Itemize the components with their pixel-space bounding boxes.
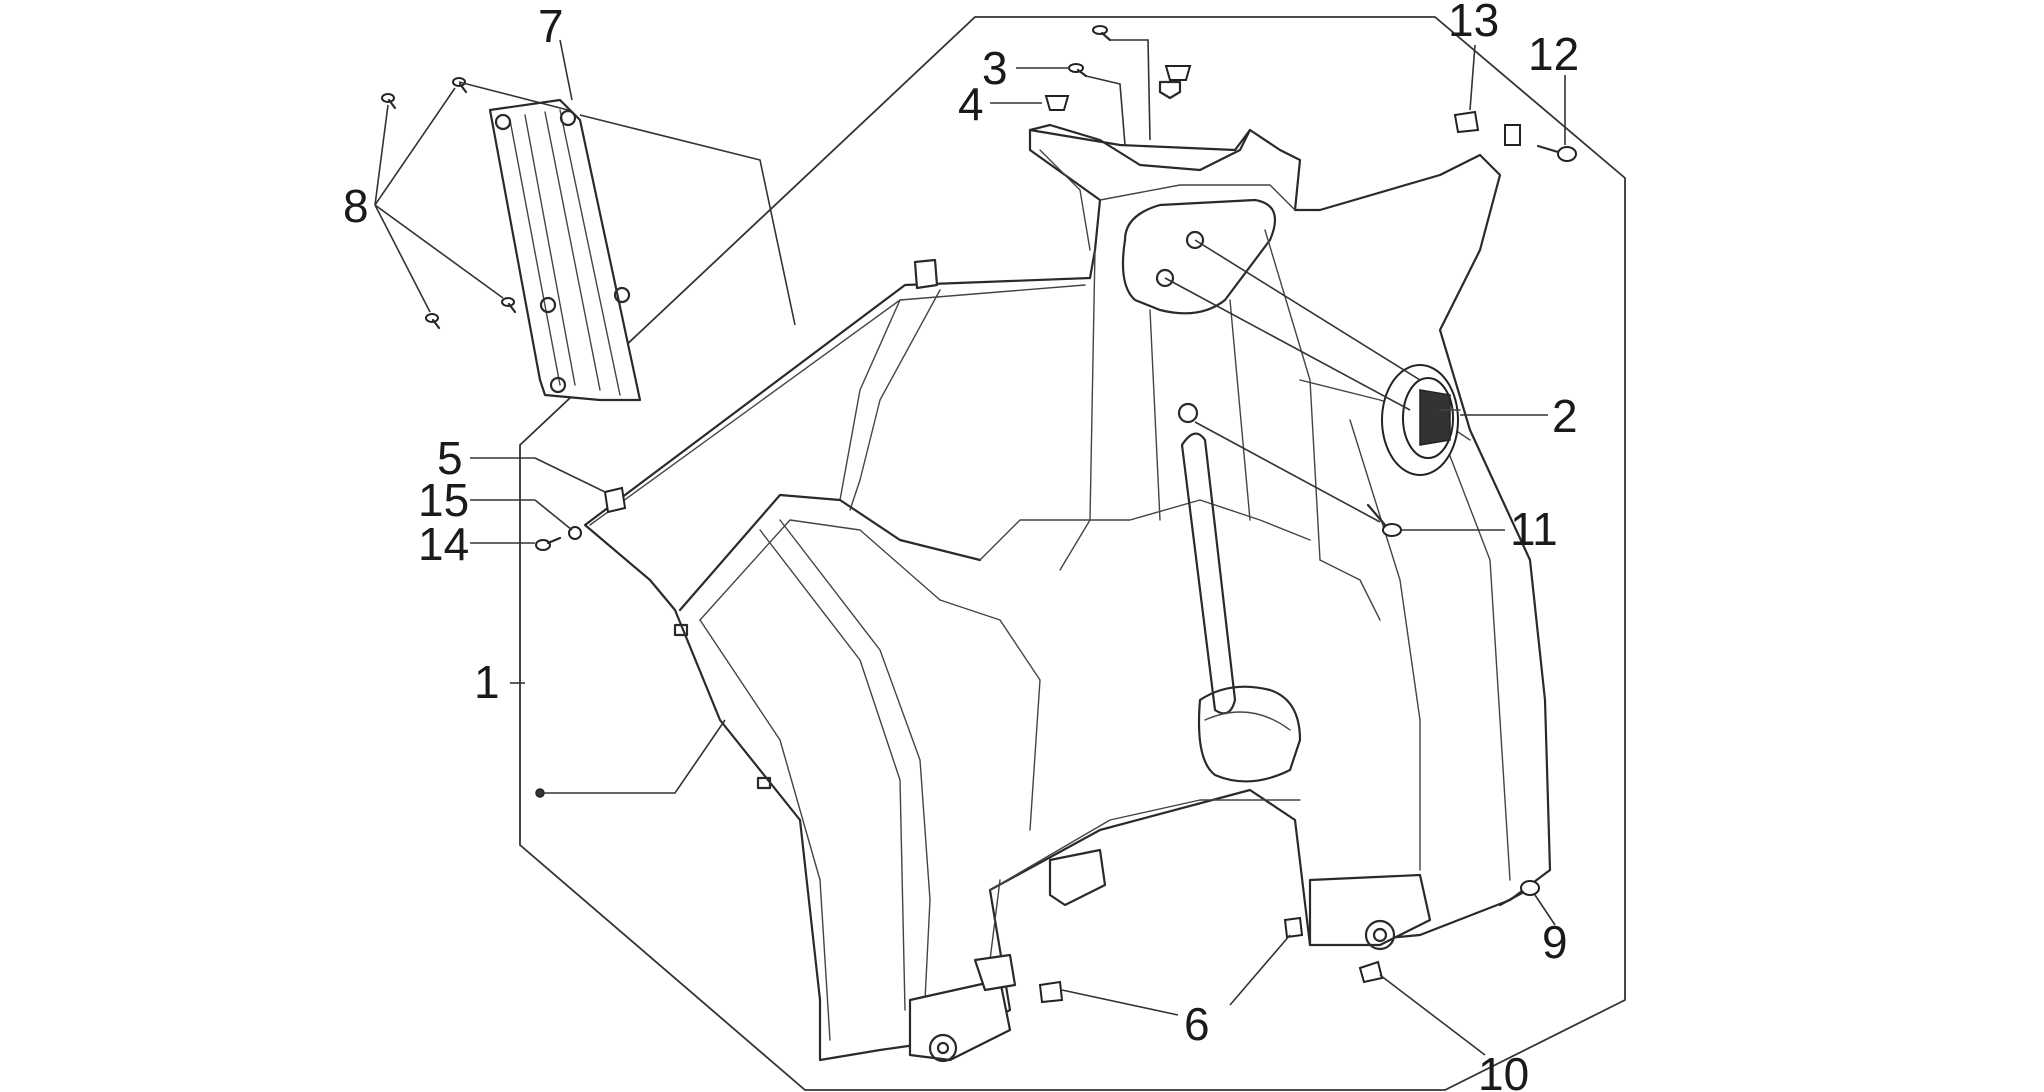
trim-strip-part	[488, 98, 642, 402]
callout-3: 3	[982, 42, 1008, 94]
callout-10: 10	[1478, 1048, 1529, 1092]
callout-8: 8	[343, 180, 369, 232]
callout-6: 6	[1184, 998, 1210, 1050]
screw-9	[1498, 880, 1540, 907]
screw-8a	[381, 93, 397, 110]
clip-5	[603, 486, 627, 514]
clip-4	[1044, 95, 1070, 111]
assembly-frame	[519, 16, 1626, 1091]
screw-12	[1536, 144, 1577, 162]
screw-11	[1366, 503, 1402, 537]
callout-14: 14	[418, 518, 469, 570]
clip-13	[1453, 110, 1480, 134]
leader-lines	[374, 39, 1566, 1056]
clip-top	[1164, 65, 1192, 81]
screw-8c	[425, 313, 441, 330]
main-panel-part	[583, 80, 1552, 1063]
bracket-13	[1504, 124, 1521, 146]
callout-labels: 1 2 3 4 5 6 7 8 9 10 11 12 13 14 15	[343, 0, 1579, 1092]
screw-top	[1092, 25, 1112, 42]
clip-6a	[1038, 980, 1064, 1004]
clip-10	[1358, 960, 1384, 984]
screw-8b	[452, 77, 468, 94]
callout-15: 15	[418, 474, 469, 526]
callout-13: 13	[1448, 0, 1499, 46]
callout-11: 11	[1510, 503, 1558, 555]
callout-7: 7	[538, 0, 564, 52]
callout-1: 1	[474, 656, 500, 708]
callout-2: 2	[1552, 390, 1578, 442]
grommet-part	[1381, 364, 1461, 476]
callout-9: 9	[1542, 916, 1568, 968]
screw-3	[1068, 63, 1088, 78]
callout-12: 12	[1528, 28, 1579, 80]
clip-6b	[1283, 916, 1304, 939]
callout-5: 5	[437, 432, 463, 484]
screw-8d	[501, 297, 517, 314]
screw-14	[535, 536, 562, 551]
callout-4: 4	[958, 78, 984, 130]
